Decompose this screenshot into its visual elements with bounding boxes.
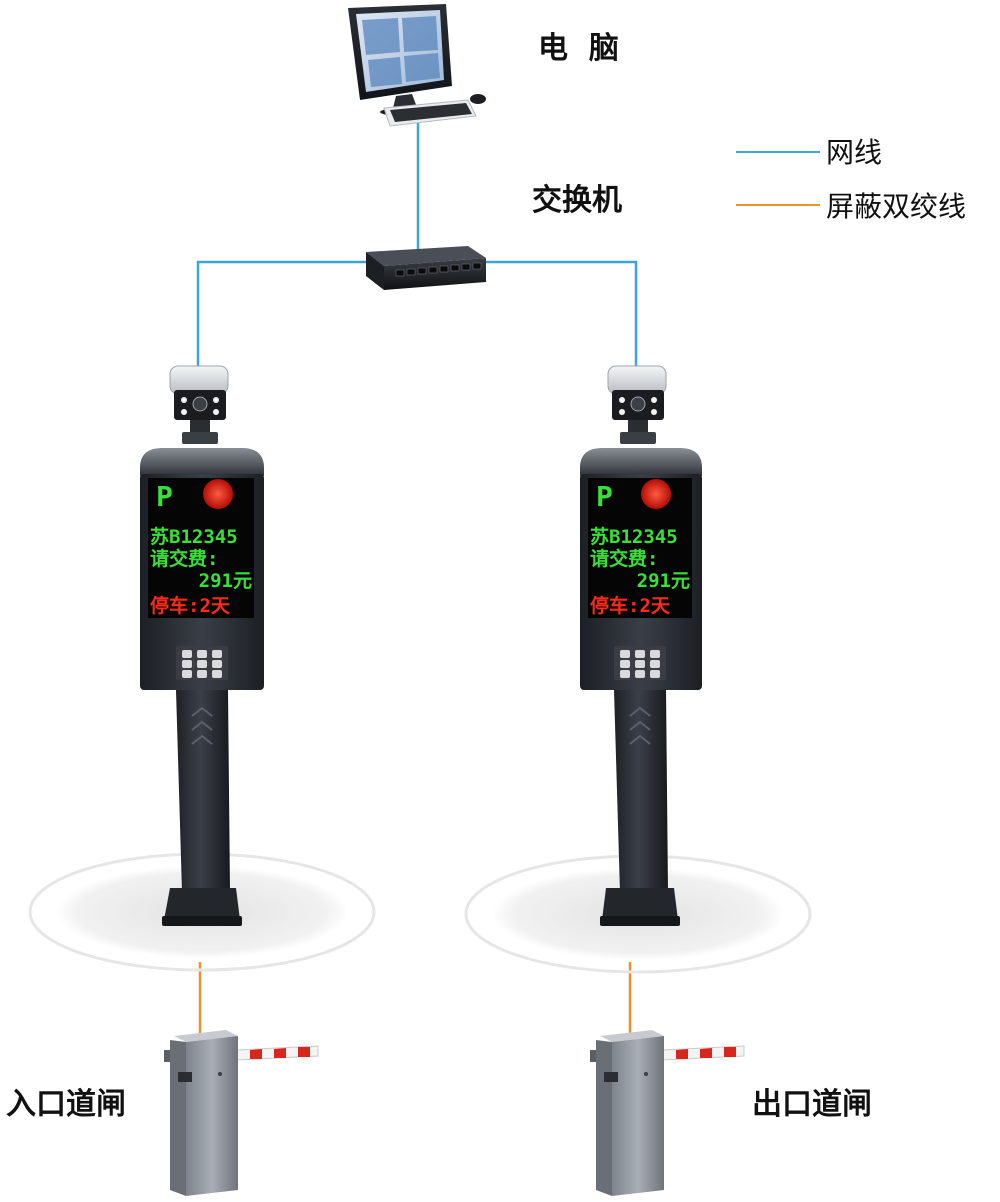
exit-post-base — [602, 888, 678, 920]
entry-red-indicator — [203, 479, 233, 509]
entry-post-chevron-3 — [191, 734, 213, 745]
exit-post — [614, 690, 668, 892]
entry-kiosk-top — [140, 448, 264, 476]
cable-switch-exit-camera — [482, 260, 638, 368]
exit-led-amount: 291元 — [637, 570, 690, 592]
legend-label-twisted-pair: 屏蔽双绞线 — [826, 190, 966, 223]
entry-post-base — [164, 888, 240, 920]
computer-label: 电 脑 — [538, 31, 619, 66]
exit-red-indicator — [641, 479, 671, 509]
entry-led-duration: 停车:2天 — [150, 594, 231, 617]
exit-barrier-gate — [590, 1030, 745, 1196]
exit-led-plate: 苏B12345 — [590, 525, 678, 548]
entry-parking-symbol: P — [156, 480, 173, 513]
entry-barrier-gate — [164, 1030, 319, 1196]
switch-label: 交换机 — [532, 183, 622, 218]
entry-gate-cabinet-top — [174, 1030, 238, 1042]
mouse — [470, 94, 486, 104]
exit-gate-label: 出口道闸 — [752, 1087, 872, 1122]
screen-windows — [362, 16, 440, 87]
exit-gate-arm — [661, 1045, 745, 1061]
exit-gate-cabinet-top — [600, 1030, 664, 1042]
entry-kiosk: P 苏B12345 请交费: 291元 停车:2天 — [28, 365, 376, 972]
entry-gate-mount — [164, 1050, 170, 1062]
exit-camera — [607, 365, 667, 444]
exit-gate-nameplate — [604, 1072, 618, 1082]
entry-led-panel — [148, 478, 254, 618]
switch-side — [384, 258, 486, 290]
entry-gate-keyhole — [218, 1072, 222, 1076]
exit-post-base-plate — [600, 916, 680, 926]
legend: 网线 屏蔽双绞线 — [736, 136, 966, 223]
computer — [348, 4, 486, 127]
exit-kiosk: P 苏B12345 请交费: 291元 停车:2天 — [464, 365, 812, 974]
network-cables — [196, 122, 638, 368]
exit-led-duration: 停车:2天 — [590, 594, 671, 617]
entry-led-plate: 苏B12345 — [150, 525, 238, 548]
entry-gate-cabinet-front — [170, 1040, 186, 1196]
twisted-pair-cables — [198, 962, 632, 1034]
entry-led-amount: 291元 — [199, 570, 252, 592]
entry-gate-label: 入口道闸 — [6, 1087, 126, 1122]
entry-led-pay-prompt: 请交费: — [150, 547, 218, 570]
exit-parking-symbol: P — [596, 480, 613, 513]
exit-post-chevron-3 — [629, 734, 651, 745]
exit-kiosk-top — [580, 448, 702, 476]
exit-post-chevron-1 — [629, 706, 651, 717]
entry-post-chevron-2 — [191, 720, 213, 731]
entry-gate-cabinet-side — [186, 1036, 238, 1196]
exit-gate-cabinet-front — [596, 1040, 612, 1196]
entry-post — [176, 690, 230, 892]
entry-keypad-buttons — [182, 650, 222, 678]
switch-front — [366, 252, 384, 290]
exit-post-chevron-2 — [629, 720, 651, 731]
entry-camera — [169, 365, 229, 444]
exit-led-pay-prompt: 请交费: — [590, 547, 658, 570]
entry-gate-arm — [235, 1045, 319, 1061]
exit-keypad-buttons — [620, 650, 660, 678]
switch-top — [366, 246, 486, 266]
entry-gate-nameplate — [178, 1072, 192, 1082]
exit-led-panel — [588, 478, 692, 618]
keyboard-keys — [390, 103, 472, 122]
legend-label-network: 网线 — [826, 136, 882, 169]
exit-gate-mount — [590, 1050, 596, 1062]
exit-gate-cabinet-side — [612, 1036, 664, 1196]
switch-ports — [395, 262, 482, 277]
entry-post-chevron-1 — [191, 706, 213, 717]
cable-switch-entry-camera — [196, 260, 368, 368]
exit-gate-keyhole — [644, 1072, 648, 1076]
entry-post-base-plate — [162, 916, 242, 926]
network-switch — [366, 246, 486, 290]
